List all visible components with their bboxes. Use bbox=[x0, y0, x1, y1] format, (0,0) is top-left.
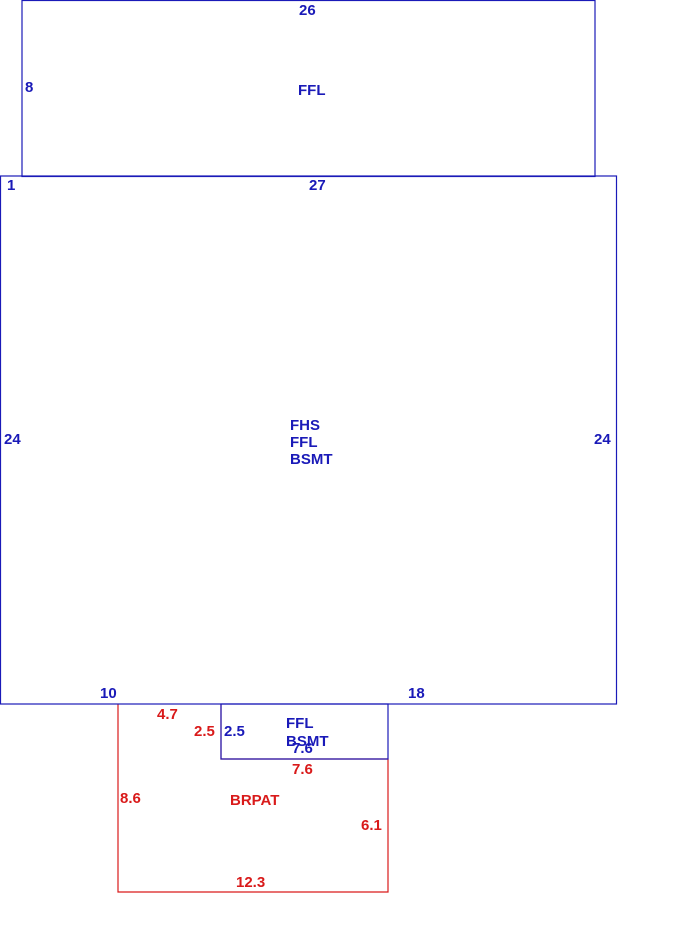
patio-dim-top-right: 7.6 bbox=[292, 761, 313, 778]
main-label-bsmt: BSMT bbox=[290, 451, 333, 468]
patio-dim-step: 2.5 bbox=[194, 723, 215, 740]
bump-dim-bottom: 7.6 bbox=[292, 740, 313, 757]
main-dim-bottom-left: 10 bbox=[100, 685, 117, 702]
patio-label: BRPAT bbox=[230, 792, 279, 809]
main-label-fhs: FHS bbox=[290, 417, 320, 434]
main-dim-bottom-right: 18 bbox=[408, 685, 425, 702]
bump-label-bsmt: BSMT bbox=[286, 733, 329, 750]
upper-label: FFL bbox=[298, 82, 326, 99]
patio-dim-right: 6.1 bbox=[361, 817, 382, 834]
bump-dim-left: 2.5 bbox=[224, 723, 245, 740]
patio-dim-bottom: 12.3 bbox=[236, 874, 265, 891]
bump-label-ffl: FFL bbox=[286, 715, 314, 732]
main-dim-right: 24 bbox=[594, 431, 611, 448]
patio-dim-top: 4.7 bbox=[157, 706, 178, 723]
bump-section-outline bbox=[220, 703, 389, 760]
upper-dim-left: 8 bbox=[25, 79, 33, 96]
main-dim-corner: 1 bbox=[7, 177, 15, 194]
patio-dim-left: 8.6 bbox=[120, 790, 141, 807]
main-dim-top: 27 bbox=[309, 177, 326, 194]
main-label-ffl: FFL bbox=[290, 434, 318, 451]
main-dim-left: 24 bbox=[4, 431, 21, 448]
upper-dim-top: 26 bbox=[299, 2, 316, 19]
